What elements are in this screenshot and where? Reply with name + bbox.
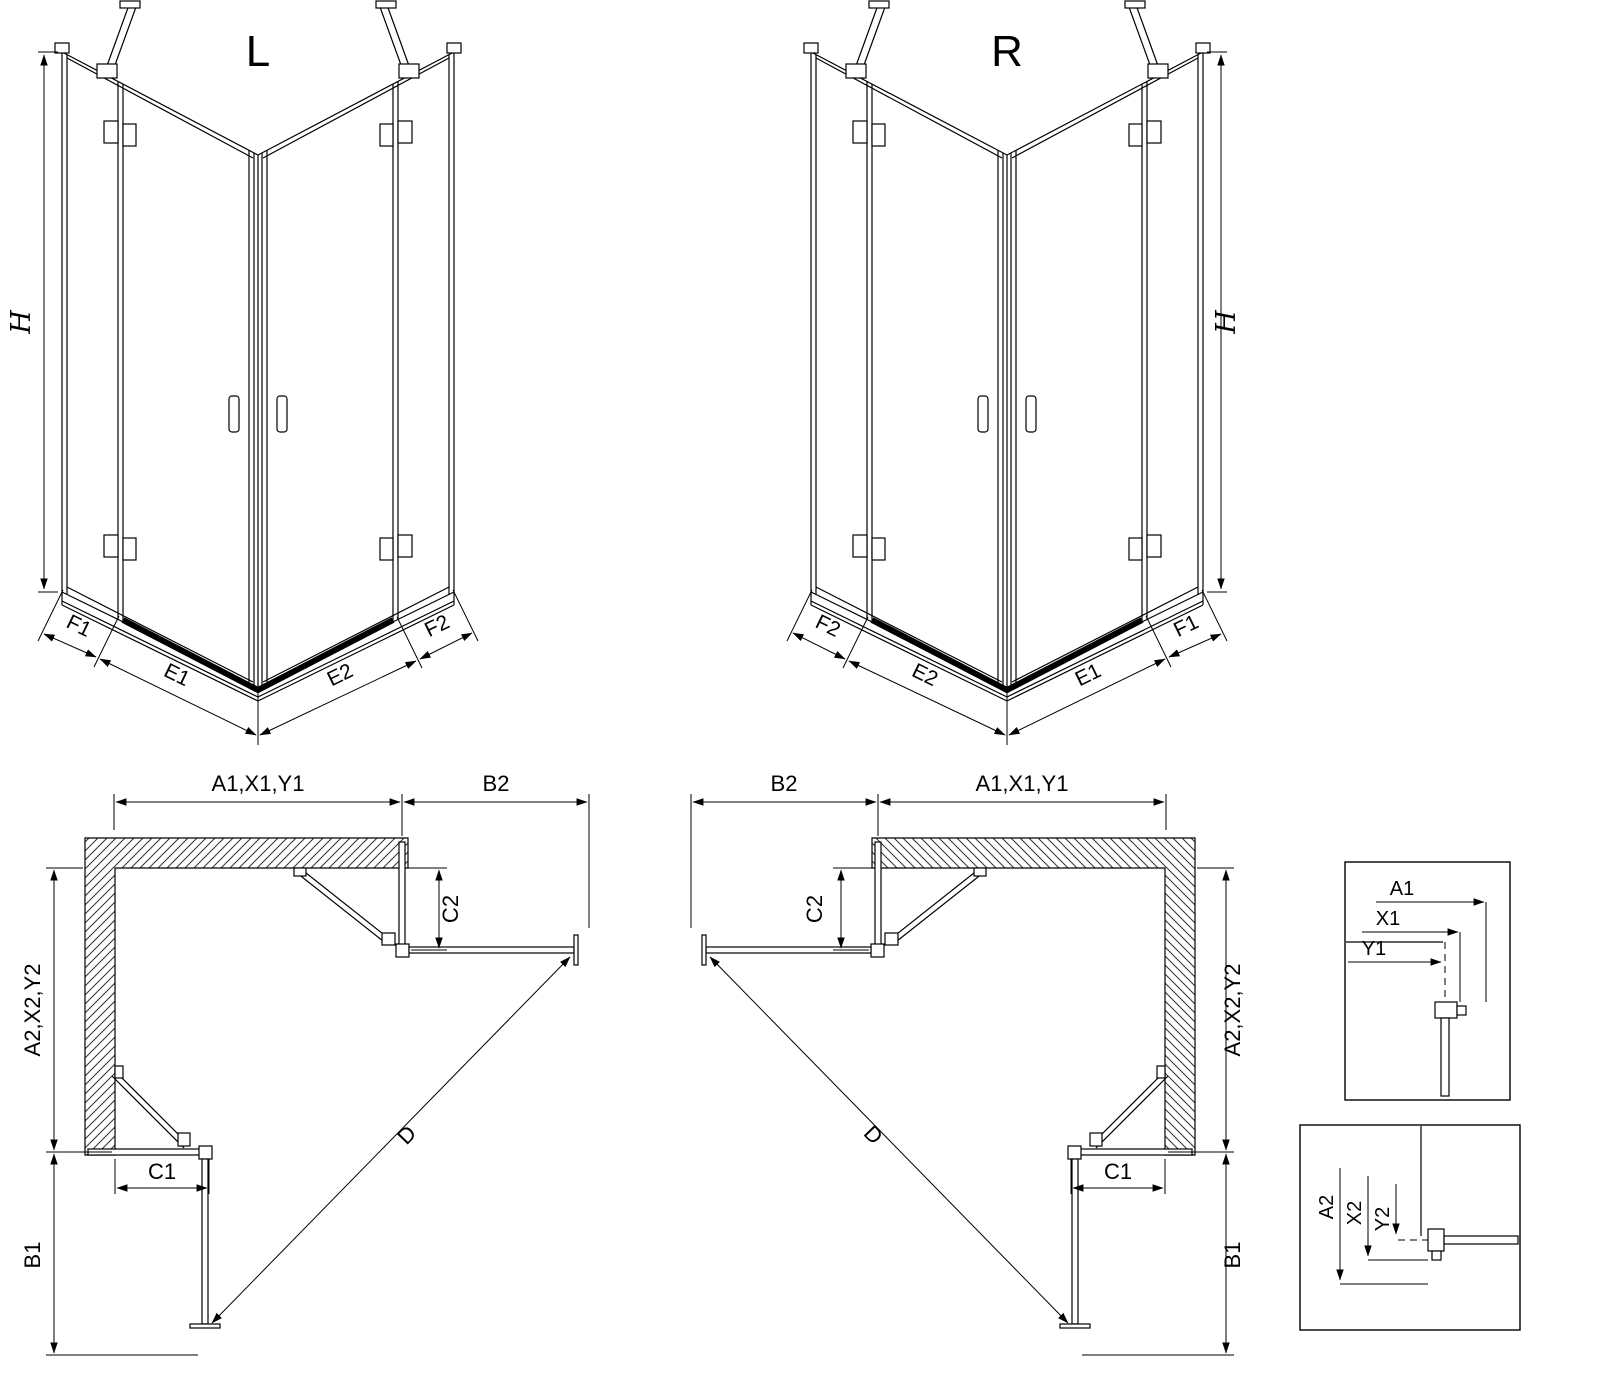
detail-box-top: A1 X1 Y1 (1344, 861, 1511, 1101)
perspective-view-left: L H F1 E1 E2 F2 (6, 1, 478, 745)
dim-label-b2: B2 (771, 771, 798, 796)
dim-label-a1: A1 (1390, 878, 1414, 900)
dim-label-d: D (859, 1120, 888, 1149)
dim-label-b1: B1 (20, 1242, 45, 1269)
dim-label-c1: C1 (1104, 1159, 1132, 1184)
dim-label-x1: X1 (1376, 908, 1400, 930)
wall-profile-section (1434, 1001, 1467, 1097)
detail-frame (1344, 861, 1511, 1101)
dim-label-height: H (6, 310, 37, 335)
detail-leaders (1348, 898, 1487, 1002)
dim-label-d: D (392, 1120, 421, 1149)
enclosure-plan-left (46, 794, 589, 1355)
detail-leaders (1336, 1168, 1428, 1285)
dim-label-e2: E2 (908, 659, 941, 691)
perspective-view-right: R H F2 E2 E1 F1 (787, 1, 1242, 745)
plan-view-right: B2 A1,X1,Y1 C2 A2,X2,Y2 C1 B1 D (691, 771, 1245, 1355)
plan-view-left: A1,X1,Y1 B2 C2 A2,X2,Y2 C1 B1 D (20, 771, 589, 1355)
dim-label-b1: B1 (1220, 1242, 1245, 1269)
dim-label-e2: E2 (324, 659, 357, 691)
dim-label-y1: Y1 (1362, 938, 1386, 960)
enclosure-3d-right (787, 1, 1227, 745)
dim-label-height: H (1211, 310, 1242, 335)
view-title-left: L (246, 27, 270, 76)
dim-label-a2x2y2: A2,X2,Y2 (20, 964, 45, 1057)
dim-label-b2: B2 (483, 771, 510, 796)
detail-frame (1299, 1124, 1521, 1331)
dim-label-c1: C1 (148, 1159, 176, 1184)
enclosure-plan-right (691, 794, 1234, 1355)
dim-label-e1: E1 (1072, 659, 1105, 691)
dim-label-x2: X2 (1344, 1201, 1366, 1225)
dim-label-a1x1y1: A1,X1,Y1 (976, 771, 1069, 796)
dim-label-c2: C2 (438, 895, 463, 923)
dim-label-y2: Y2 (1372, 1207, 1394, 1231)
view-title-right: R (991, 27, 1023, 76)
detail-box-bottom: A2 X2 Y2 (1299, 1124, 1521, 1331)
dim-label-a1x1y1: A1,X1,Y1 (212, 771, 305, 796)
dim-label-e1: E1 (160, 659, 193, 691)
dim-label-a2x2y2: A2,X2,Y2 (1220, 964, 1245, 1057)
dim-label-a2: A2 (1316, 1195, 1338, 1219)
wall-profile-section (1427, 1228, 1519, 1261)
enclosure-3d-left (38, 1, 478, 745)
dim-label-c2: C2 (802, 895, 827, 923)
